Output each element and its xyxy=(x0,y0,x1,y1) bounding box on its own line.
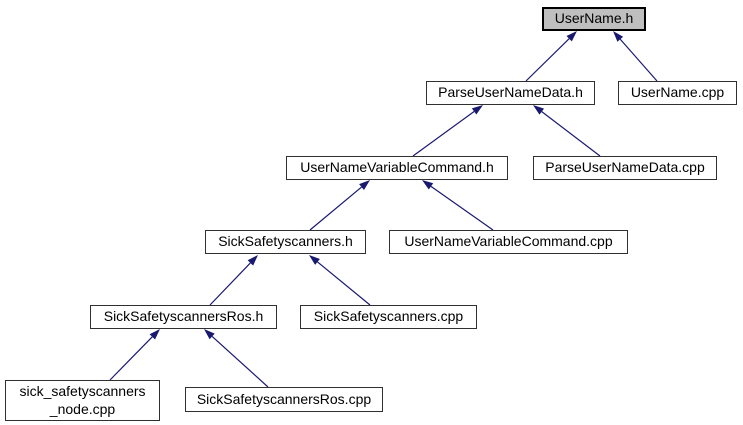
graph-node-label: UserNameVariableCommand.cpp xyxy=(404,233,613,250)
graph-node-usernamevariablecommand-h[interactable]: UserNameVariableCommand.h xyxy=(286,156,508,180)
graph-node-label: SickSafetyscannersRos.h xyxy=(103,308,264,325)
graph-node-label: _node.cpp xyxy=(49,400,116,417)
graph-node-label: SickSafetyscannersRos.cpp xyxy=(196,390,372,407)
graph-node-sicksafetyscanners-cpp[interactable]: SickSafetyscanners.cpp xyxy=(300,305,477,329)
graph-node-label: UserName.cpp xyxy=(630,84,725,101)
graph-node-parseusernamedata-cpp[interactable]: ParseUserNameData.cpp xyxy=(533,156,717,180)
graph-node-label: sick_safetyscanners xyxy=(19,383,146,399)
graph-node-label: ParseUserNameData.cpp xyxy=(545,159,705,176)
graph-node-label: UserName.h xyxy=(554,10,634,27)
graph-node-sicksafetyscannersros-h[interactable]: SickSafetyscannersRos.h xyxy=(90,305,277,329)
graph-node-label: UserNameVariableCommand.h xyxy=(300,159,494,176)
graph-node-label: SickSafetyscanners.h xyxy=(218,233,353,250)
graph-node-username-h: UserName.h xyxy=(542,7,646,31)
graph-node-sicksafetyscanners-h[interactable]: SickSafetyscanners.h xyxy=(205,230,366,254)
graph-node-parseusernamedata-h[interactable]: ParseUserNameData.h xyxy=(426,81,595,105)
graph-node-label: SickSafetyscanners.cpp xyxy=(313,308,464,325)
graph-node-username-cpp[interactable]: UserName.cpp xyxy=(618,81,737,105)
graph-node-usernamevariablecommand-cpp[interactable]: UserNameVariableCommand.cpp xyxy=(389,230,628,254)
graph-node-sicksafetyscannersros-cpp[interactable]: SickSafetyscannersRos.cpp xyxy=(185,387,383,412)
graph-node-label: ParseUserNameData.h xyxy=(438,84,583,101)
graph-node-sick-safetyscanners-node-cpp[interactable]: sick_safetyscanners_node.cpp xyxy=(5,380,160,421)
